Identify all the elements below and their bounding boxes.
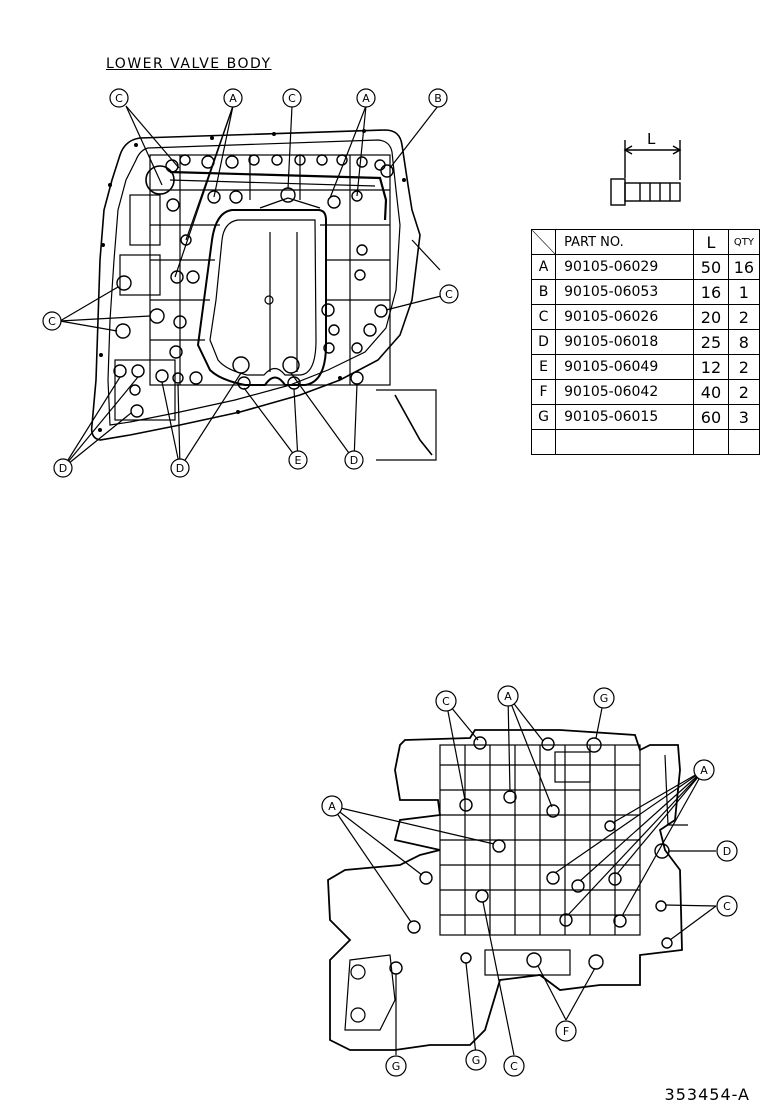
- svg-text:G: G: [472, 1054, 481, 1067]
- callout-a: A: [223, 88, 243, 108]
- row-qty: 8: [727, 329, 760, 355]
- callout-d: D: [170, 458, 190, 478]
- callout-c: C: [503, 1055, 525, 1077]
- callout-g: G: [385, 1055, 407, 1077]
- row-code: B: [530, 279, 557, 305]
- svg-text:A: A: [229, 92, 237, 105]
- table-header-row: PART NO. L QTY: [530, 229, 760, 255]
- callout-c: C: [716, 895, 738, 917]
- svg-text:B: B: [434, 92, 442, 105]
- svg-text:D: D: [176, 462, 184, 475]
- empty-cell: [693, 429, 729, 455]
- empty-cell: [555, 429, 695, 455]
- row-code: D: [530, 329, 557, 355]
- svg-text:G: G: [600, 692, 609, 705]
- svg-text:C: C: [442, 695, 450, 708]
- callout-c: C: [439, 284, 459, 304]
- svg-text:D: D: [59, 462, 67, 475]
- callout-a: A: [321, 795, 343, 817]
- callout-d: D: [53, 458, 73, 478]
- table-header-qty: QTY: [727, 229, 760, 255]
- dimension-label: L: [647, 130, 656, 148]
- row-length: 60: [693, 404, 729, 430]
- callout-c: C: [435, 690, 457, 712]
- row-qty: 2: [727, 354, 760, 380]
- row-length: 50: [693, 254, 729, 280]
- callout-c: C: [109, 88, 129, 108]
- row-length: 20: [693, 304, 729, 330]
- svg-text:C: C: [48, 315, 56, 328]
- svg-text:A: A: [362, 92, 370, 105]
- row-part-no: 90105-06018: [555, 329, 695, 355]
- row-code: A: [530, 254, 557, 280]
- row-part-no: 90105-06015: [555, 404, 695, 430]
- svg-text:D: D: [723, 845, 731, 858]
- table-row-empty: [530, 429, 760, 455]
- callout-c: C: [42, 311, 62, 331]
- table-header-corner: [530, 229, 557, 255]
- table-header-length: L: [693, 229, 729, 255]
- row-part-no: 90105-06029: [555, 254, 695, 280]
- row-qty: 1: [727, 279, 760, 305]
- svg-text:F: F: [563, 1025, 569, 1038]
- svg-text:C: C: [445, 288, 453, 301]
- row-code: E: [530, 354, 557, 380]
- svg-text:C: C: [723, 900, 731, 913]
- callout-d: D: [716, 840, 738, 862]
- row-code: C: [530, 304, 557, 330]
- svg-text:G: G: [392, 1060, 401, 1073]
- svg-text:C: C: [510, 1060, 518, 1073]
- callout-f: F: [555, 1020, 577, 1042]
- svg-text:E: E: [295, 454, 302, 467]
- callout-a: A: [356, 88, 376, 108]
- callout-g: G: [465, 1049, 487, 1071]
- empty-cell: [727, 429, 760, 455]
- callout-d: D: [344, 450, 364, 470]
- row-qty: 3: [727, 404, 760, 430]
- row-qty: 2: [727, 304, 760, 330]
- table-header-part-no: PART NO.: [555, 229, 695, 255]
- row-part-no: 90105-06026: [555, 304, 695, 330]
- row-length: 16: [693, 279, 729, 305]
- callout-e: E: [288, 450, 308, 470]
- svg-text:A: A: [328, 800, 336, 813]
- svg-text:A: A: [700, 764, 708, 777]
- diagram-title: LOWER VALVE BODY: [106, 56, 272, 72]
- callout-a: A: [693, 759, 715, 781]
- callout-c: C: [282, 88, 302, 108]
- svg-text:D: D: [350, 454, 358, 467]
- svg-text:A: A: [504, 690, 512, 703]
- row-qty: 16: [727, 254, 760, 280]
- diagram-code: 353454-A: [664, 1085, 750, 1104]
- callout-b: B: [428, 88, 448, 108]
- callout-a: A: [497, 685, 519, 707]
- row-length: 40: [693, 379, 729, 405]
- row-code: F: [530, 379, 557, 405]
- svg-text:C: C: [115, 92, 123, 105]
- row-code: G: [530, 404, 557, 430]
- bolt-length-icon: [610, 140, 682, 206]
- row-part-no: 90105-06053: [555, 279, 695, 305]
- row-qty: 2: [727, 379, 760, 405]
- empty-cell: [530, 429, 557, 455]
- callout-g: G: [593, 687, 615, 709]
- row-part-no: 90105-06042: [555, 379, 695, 405]
- row-length: 25: [693, 329, 729, 355]
- row-part-no: 90105-06049: [555, 354, 695, 380]
- row-length: 12: [693, 354, 729, 380]
- bottom-valve-body-view: [327, 695, 717, 1056]
- svg-text:C: C: [288, 92, 296, 105]
- top-valve-body-view: [59, 105, 450, 469]
